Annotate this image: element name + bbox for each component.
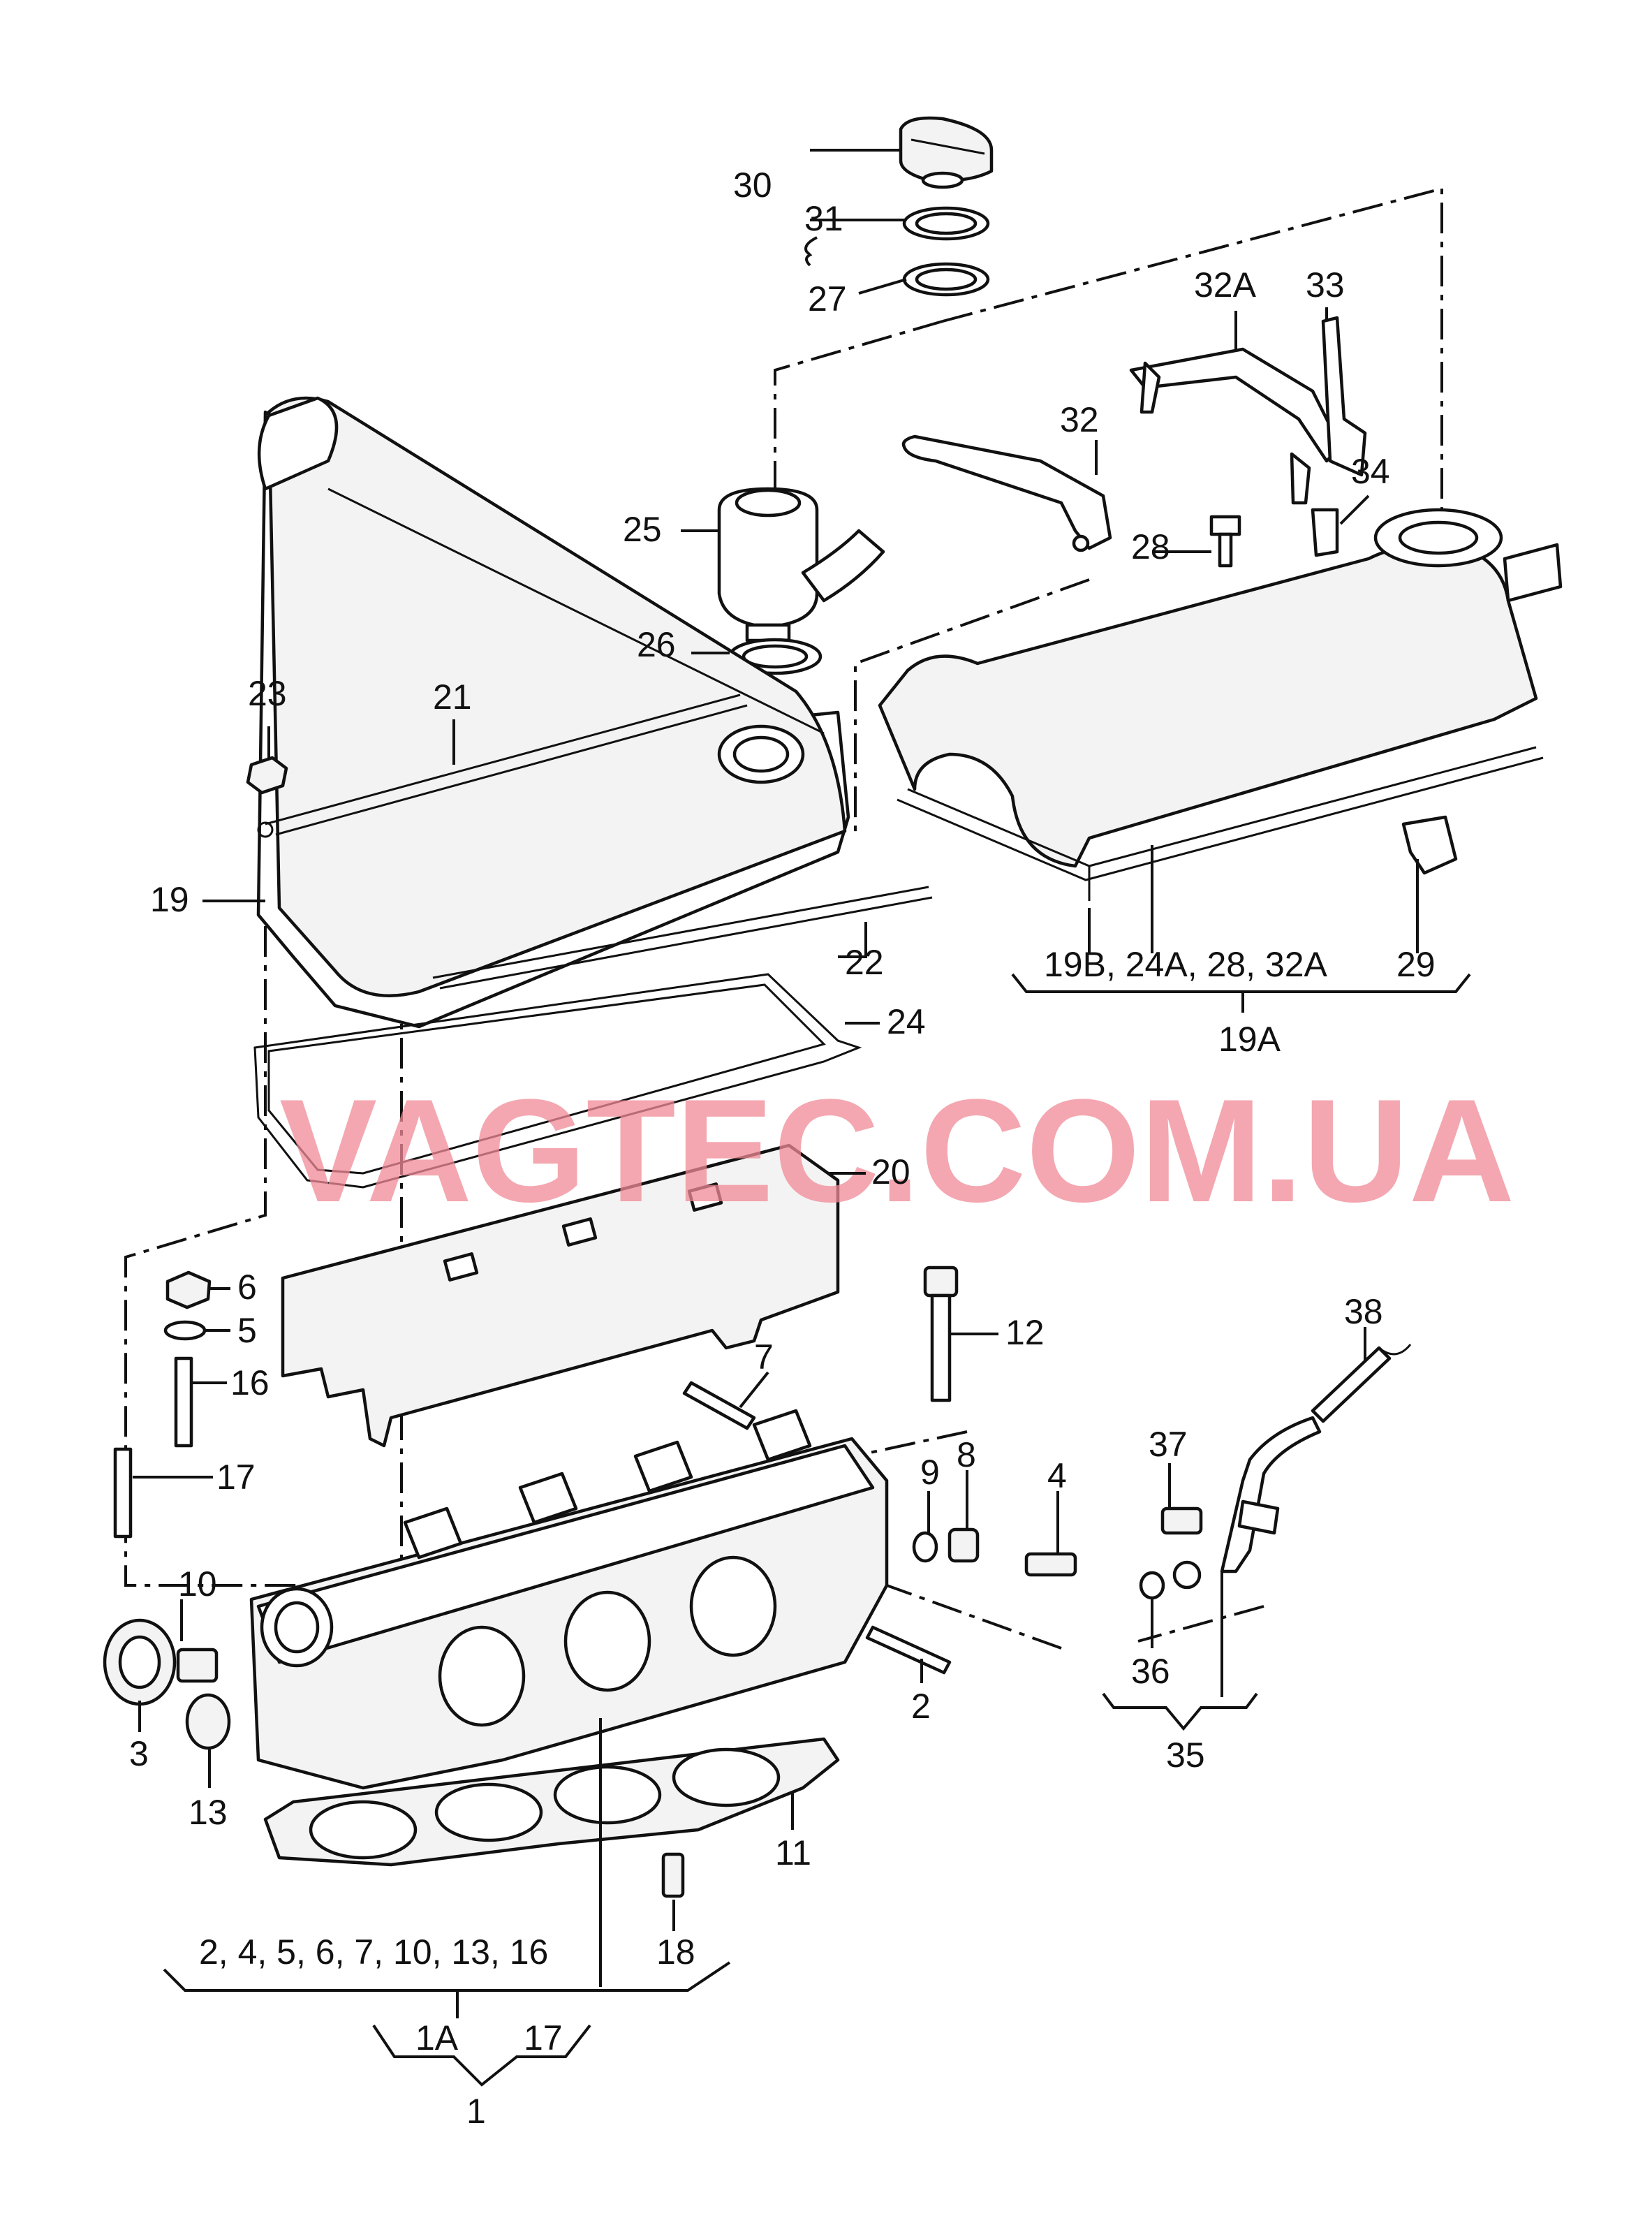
clip-34 xyxy=(1311,508,1339,557)
stud-2 xyxy=(865,1625,952,1675)
label-24: 24 xyxy=(887,1002,926,1041)
stud-17 xyxy=(113,1447,133,1539)
seal-36 xyxy=(1139,1571,1165,1600)
label-22: 22 xyxy=(845,943,884,982)
head-gasket-11 xyxy=(263,1737,840,1867)
bolt-28 xyxy=(1209,515,1241,568)
label-7: 7 xyxy=(754,1337,774,1377)
label-1: 1 xyxy=(466,2092,486,2131)
bolt-37 xyxy=(1160,1506,1203,1535)
label-group-1: 2, 4, 5, 6, 7, 10, 13, 16 xyxy=(199,1932,548,1972)
gasket-24 xyxy=(253,973,862,1189)
sleeve-4 xyxy=(1024,1552,1077,1577)
part-labels: 30 31 27 32A 33 32 34 25 28 26 23 21 19 … xyxy=(129,166,1436,2131)
label-27: 27 xyxy=(808,279,847,318)
guide-tube-35 xyxy=(1172,1416,1322,1590)
label-32A: 32A xyxy=(1194,265,1257,305)
label-5: 5 xyxy=(237,1311,257,1350)
label-35: 35 xyxy=(1166,1736,1205,1775)
watermark: VAGTEC.COM.UA xyxy=(279,1069,1514,1233)
label-11: 11 xyxy=(775,1833,811,1872)
bolt-12 xyxy=(923,1265,959,1402)
filler-neck-25 xyxy=(717,487,885,643)
label-34: 34 xyxy=(1351,452,1390,491)
nut-23 xyxy=(246,756,288,795)
valve-cover-19 xyxy=(256,396,850,1029)
oil-baffle-20 xyxy=(281,1143,840,1448)
label-25: 25 xyxy=(623,510,662,549)
label-28: 28 xyxy=(1131,527,1170,566)
label-20: 20 xyxy=(871,1152,910,1191)
label-19A: 19A xyxy=(1218,1020,1281,1059)
bracket-32 xyxy=(901,434,1112,552)
plug-8 xyxy=(947,1527,980,1563)
label-32: 32 xyxy=(1060,400,1099,439)
label-38: 38 xyxy=(1344,1292,1383,1331)
label-31: 31 xyxy=(804,199,843,238)
label-33: 33 xyxy=(1306,265,1345,305)
nut-6 xyxy=(165,1270,212,1309)
label-29: 29 xyxy=(1396,945,1436,984)
label-21: 21 xyxy=(433,677,472,717)
label-26: 26 xyxy=(637,625,676,664)
label-23: 23 xyxy=(248,674,287,713)
label-19-group: 19B, 24A, 28, 32A xyxy=(1044,945,1328,984)
dipstick-38 xyxy=(1311,1344,1412,1423)
label-18: 18 xyxy=(656,1932,695,1972)
bracket-33 xyxy=(1321,316,1367,477)
label-2: 2 xyxy=(911,1687,931,1726)
label-1A: 1A xyxy=(415,2018,459,2057)
gasket-21 xyxy=(257,694,748,838)
seal-3 xyxy=(103,1618,177,1706)
seal-ring-31 xyxy=(902,206,990,241)
label-17-group: 17 xyxy=(524,2018,563,2057)
baffle-strip-22 xyxy=(432,886,933,990)
label-3: 3 xyxy=(129,1734,149,1773)
label-4: 4 xyxy=(1047,1456,1067,1495)
clip-29 xyxy=(1401,815,1458,875)
leader-lines xyxy=(133,149,1471,2087)
label-30: 30 xyxy=(733,166,772,205)
stud-7 xyxy=(682,1381,756,1430)
label-8: 8 xyxy=(957,1435,976,1474)
label-37: 37 xyxy=(1149,1425,1188,1464)
plug-13 xyxy=(185,1693,231,1750)
bracket-32A xyxy=(1129,347,1343,505)
label-16: 16 xyxy=(230,1363,270,1402)
label-12: 12 xyxy=(1005,1313,1045,1352)
valve-cover-assembly-19A xyxy=(878,508,1563,901)
cylinder-head xyxy=(249,1409,889,1790)
stud-16 xyxy=(174,1356,193,1448)
label-10: 10 xyxy=(178,1564,217,1604)
label-13: 13 xyxy=(189,1793,228,1832)
bolt-18 xyxy=(661,1852,685,1898)
label-6: 6 xyxy=(237,1268,257,1307)
oil-filler-cap xyxy=(899,116,994,189)
label-9: 9 xyxy=(920,1453,940,1492)
washer-5 xyxy=(163,1320,207,1341)
label-19: 19 xyxy=(150,880,189,919)
seal-9 xyxy=(912,1531,938,1563)
plug-10 xyxy=(176,1648,219,1683)
label-17-stud: 17 xyxy=(216,1458,256,1497)
seal-ring-27 xyxy=(902,262,990,297)
label-36: 36 xyxy=(1131,1652,1170,1691)
